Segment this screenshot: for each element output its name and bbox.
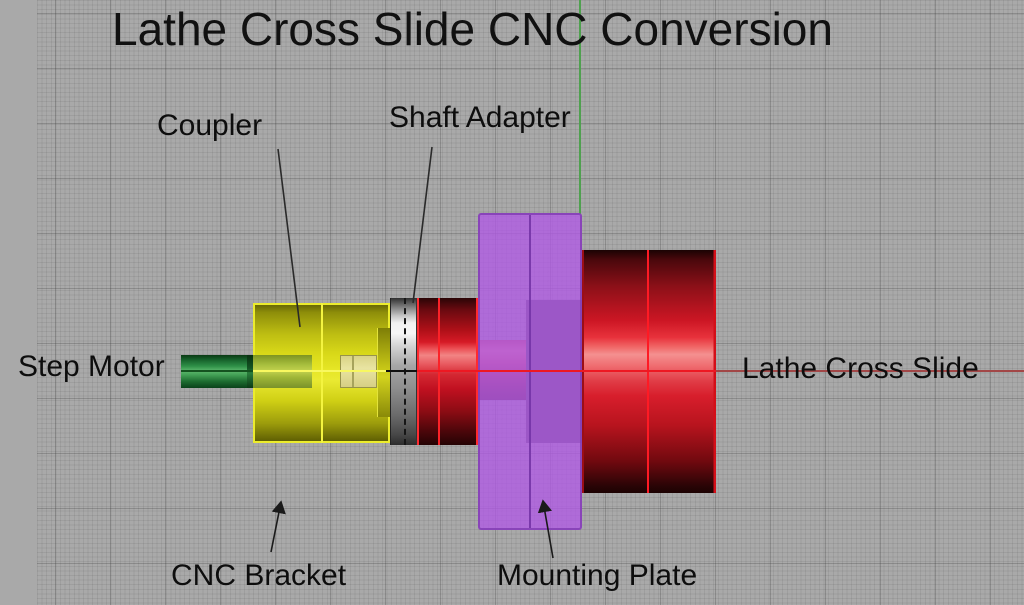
vertical-axis-line xyxy=(579,0,581,214)
centerline-over-adapter xyxy=(386,370,417,372)
mounting-plate-label: Mounting Plate xyxy=(497,559,698,592)
coupler-seam-line xyxy=(321,303,323,443)
shaft-adapter-label: Shaft Adapter xyxy=(389,101,571,134)
step-motor-label: Step Motor xyxy=(18,350,165,383)
coupler-label: Coupler xyxy=(157,109,263,142)
lathe-cross-slide-label: Lathe Cross Slide xyxy=(742,352,979,385)
horizontal-axis-line-extension xyxy=(716,370,1024,372)
page-title: Lathe Cross Slide CNC Conversion xyxy=(112,3,833,55)
horizontal-axis-line xyxy=(417,370,716,372)
bracket-boss-ring xyxy=(377,328,390,417)
centerline-over-shaft xyxy=(181,370,253,372)
centerline-over-coupler xyxy=(253,370,386,372)
cnc-bracket-label: CNC Bracket xyxy=(171,559,347,592)
coupler-cnc-bracket-part[interactable] xyxy=(253,303,390,443)
